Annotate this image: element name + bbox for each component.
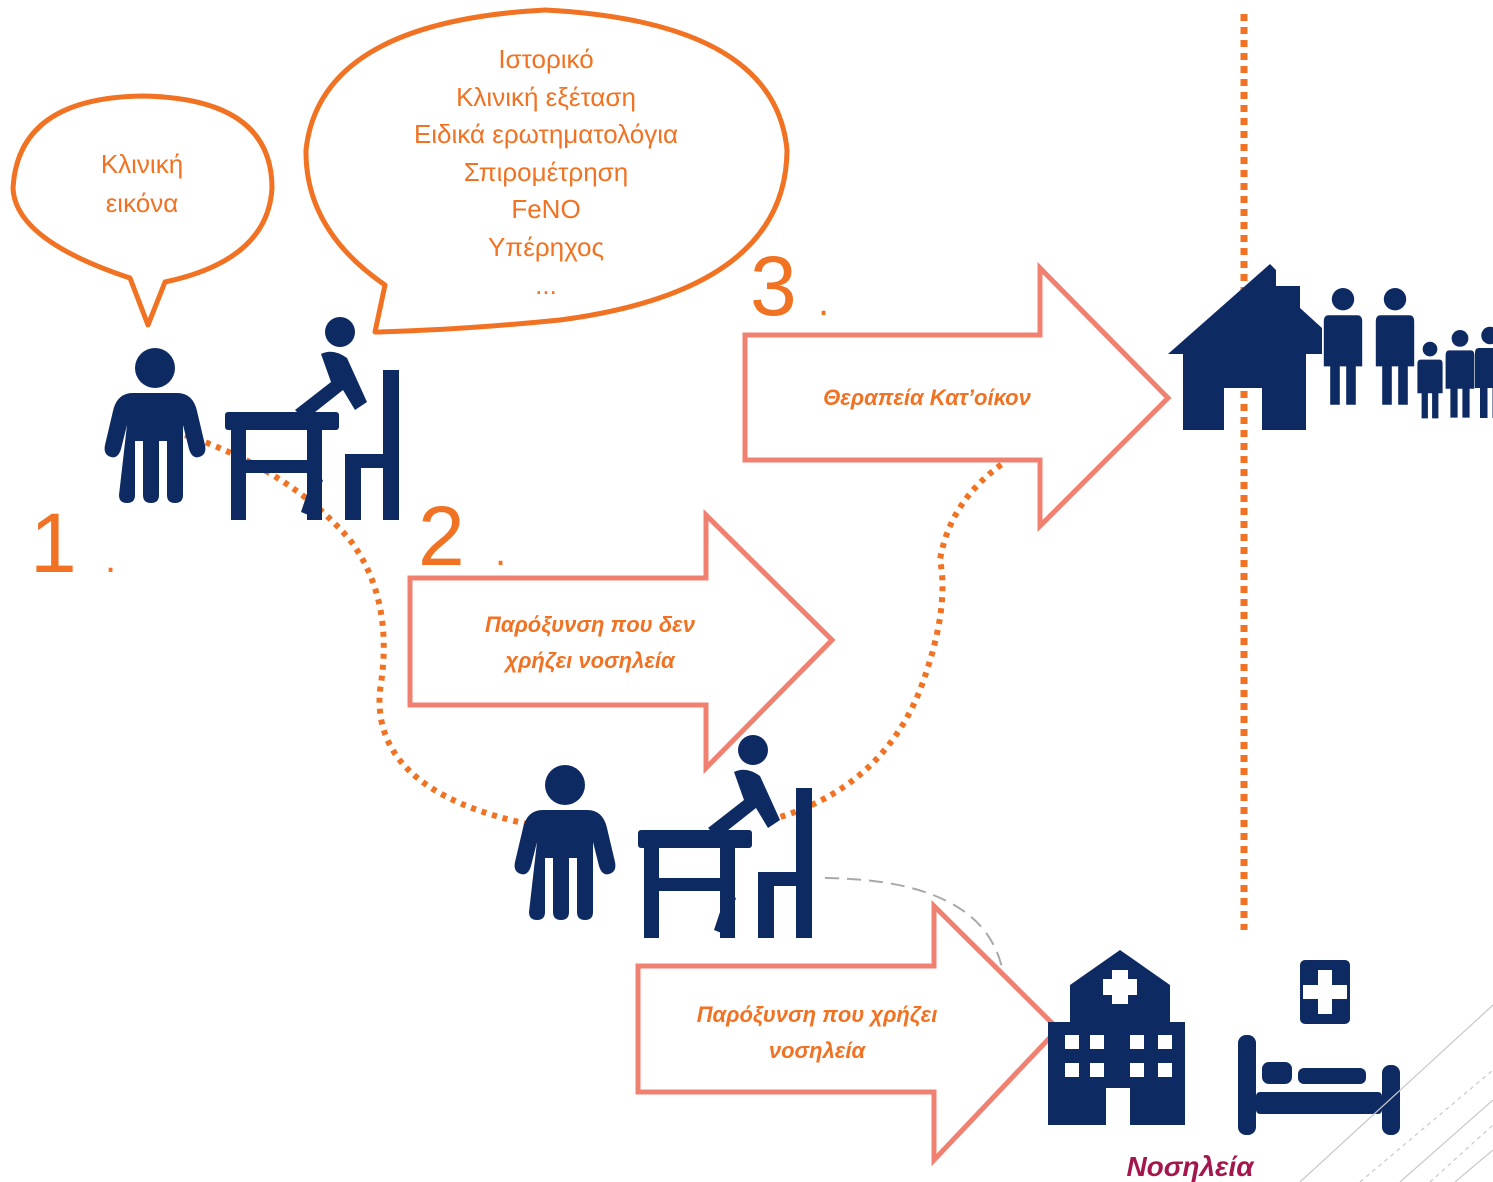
patient-icon (514, 765, 616, 920)
decorative-diagonal-lines (1299, 1004, 1493, 1182)
hospital-bed-icon (1238, 960, 1400, 1135)
patient-icon (104, 348, 206, 503)
bubble-small-line-2: εικόνα (106, 188, 179, 218)
arrow-home-treatment (742, 261, 1172, 533)
bubble-small-line-1: Κλινική (101, 149, 183, 179)
arrow-outpatient-label-2: χρήζει νοσηλεία (503, 648, 676, 673)
arrow-outpatient-exacerbation (407, 508, 836, 775)
doctor-at-desk-icon (638, 735, 812, 938)
arrow-hospital-label-2: νοσηλεία (769, 1038, 867, 1063)
speech-bubble-assessment (303, 7, 790, 335)
step-1-dot: . (105, 537, 116, 581)
bubble-large-line-2: Κλινική εξέταση (456, 82, 636, 112)
family-icon (1323, 288, 1493, 419)
step-3-number: 3 (750, 239, 797, 333)
bubble-large-line-5: FeNO (511, 194, 580, 224)
pathway-dashed-to-hospital (824, 877, 1006, 991)
bubble-large-line-3: Ειδικά ερωτηματολόγια (414, 119, 678, 149)
step-1-number: 1 (30, 496, 77, 590)
arrow-hospital-exacerbation (635, 899, 1062, 1167)
arrow-home-label: Θεραπεία Κατ’οίκον (823, 385, 1031, 410)
bubble-large-line-4: Σπιρομέτρηση (464, 157, 628, 187)
doctor-at-desk-icon (225, 317, 399, 520)
arrow-outpatient-label-1: Παρόξυνση που δεν (485, 612, 696, 637)
bubble-large-line-1: Ιστορικό (498, 44, 593, 74)
step-2-dot: . (495, 530, 506, 574)
hospitalization-label: Νοσηλεία (1126, 1151, 1255, 1182)
hospital-building-icon (1048, 950, 1185, 1125)
pathway-curve-to-clinic (184, 432, 561, 833)
step-2-number: 2 (418, 489, 465, 583)
bubble-large-line-7: ... (535, 270, 557, 300)
bubble-large-line-6: Υπέρηχος (488, 232, 604, 262)
arrow-hospital-label-1: Παρόξυνση που χρήζει (697, 1002, 938, 1027)
speech-bubble-clinical-picture (10, 93, 275, 328)
pathway-curve-to-home (769, 459, 1007, 823)
house-icon (1168, 264, 1322, 430)
step-3-dot: . (818, 280, 829, 324)
